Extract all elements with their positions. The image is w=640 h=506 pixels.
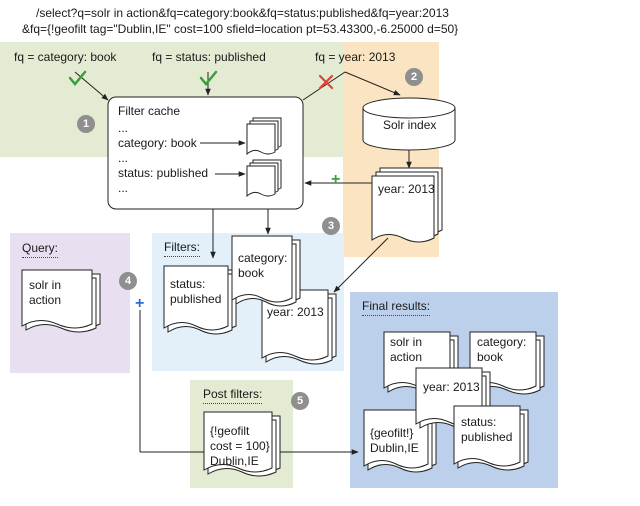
final-category-line: category:: [477, 335, 527, 349]
filter-cache-title: Filter cache: [118, 104, 181, 118]
post-filter-doc-line: Dublin,IE: [210, 454, 259, 468]
filters-title: Filters:: [164, 240, 200, 257]
check-icon: [68, 70, 87, 86]
cache-doc-stack-status: [246, 159, 282, 198]
post-filter-doc-line: {!geofilt: [210, 424, 250, 438]
step-badge-1: 1: [77, 115, 95, 133]
filter-cache-row: category: book: [118, 136, 197, 150]
post-filter-doc-line: cost = 100}: [210, 439, 270, 453]
year-doc-stack: [371, 167, 443, 243]
post-filter-doc-stack: [203, 411, 281, 477]
final-geo-line: {geofilt!}: [370, 426, 414, 440]
filters-status-line: published: [170, 292, 222, 306]
plus-sign: +: [331, 171, 341, 188]
query-url-line1: /select?q=solr in action&fq=category:boo…: [36, 6, 449, 20]
query-doc-line: action: [29, 293, 62, 307]
year-doc-label: year: 2013: [378, 182, 435, 196]
plus-sign: +: [135, 295, 145, 312]
solr-index-label: Solr index: [383, 118, 437, 132]
step-badge-2: 2: [405, 68, 423, 86]
query-title: Query:: [22, 241, 59, 258]
filters-year-stack: [261, 289, 337, 365]
cache-doc-stack-category: [246, 117, 282, 156]
final-results-title: Final results:: [362, 299, 431, 316]
final-category-line: book: [477, 350, 504, 364]
step-badge-5: 5: [291, 392, 309, 410]
step-badge-4: 4: [119, 272, 137, 290]
query-doc-line: solr in: [29, 278, 62, 292]
filters-category-stack: [231, 235, 301, 307]
filter-cache-row: ...: [118, 121, 129, 135]
fq-label-status: fq = status: published: [152, 50, 266, 64]
final-geo-line: Dublin,IE: [370, 441, 419, 455]
final-status-stack: [453, 405, 529, 471]
query-url-line2: &fq={!geofilt tag="Dublin,IE" cost=100 s…: [22, 22, 459, 36]
filter-cache-row: status: published: [118, 166, 209, 180]
fq-label-category: fq = category: book: [14, 50, 117, 64]
step-badge-3: 3: [322, 217, 340, 235]
filter-cache-row: ...: [118, 151, 129, 165]
query-doc-stack: [21, 269, 101, 333]
final-year-label: year: 2013: [423, 380, 480, 394]
filters-category-line: book: [238, 266, 265, 280]
fq-label-year: fq = year: 2013: [315, 50, 396, 64]
filters-year-label: year: 2013: [267, 305, 324, 319]
filters-status-line: status:: [170, 277, 206, 291]
check-icon: [199, 70, 218, 86]
cross-icon: [318, 74, 334, 90]
filters-category-line: category:: [238, 251, 288, 265]
final-status-line: published: [461, 430, 513, 444]
solr-index-cylinder: [362, 97, 456, 151]
final-solr-line: solr in: [390, 335, 423, 349]
final-solr-line: action: [390, 350, 423, 364]
post-filters-title: Post filters:: [203, 387, 263, 404]
final-status-line: status:: [461, 415, 497, 429]
filter-cache-row: ...: [118, 181, 129, 195]
filters-status-stack: [163, 265, 237, 335]
